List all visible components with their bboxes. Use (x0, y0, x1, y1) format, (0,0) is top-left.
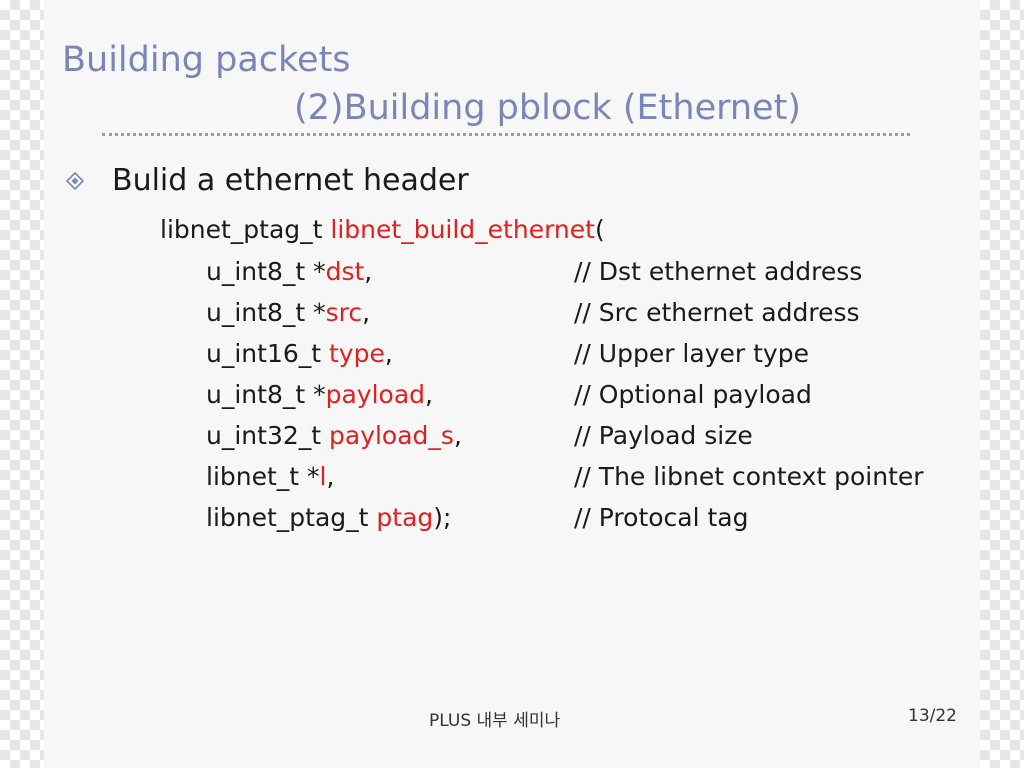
function-signature: libnet_ptag_t libnet_build_ethernet( (160, 215, 605, 244)
param-end: , (384, 339, 393, 368)
slide: Building packets (2)Building pblock (Eth… (44, 0, 980, 768)
param-name: src (325, 298, 363, 327)
param-name: l (319, 462, 327, 491)
slide-subtitle: (2)Building pblock (Ethernet) (294, 88, 801, 128)
param-type: libnet_ptag_t (206, 503, 377, 532)
param-row: u_int32_t payload_s, (206, 421, 462, 450)
param-type: u_int32_t (206, 421, 329, 450)
param-row: u_int8_t *dst, (206, 257, 372, 286)
param-name: type (329, 339, 385, 368)
param-name: ptag (376, 503, 434, 532)
function-name: libnet_build_ethernet (330, 215, 595, 244)
param-row: u_int8_t *src, (206, 298, 370, 327)
param-end: , (362, 298, 371, 327)
param-name: dst (325, 257, 365, 286)
param-row: libnet_t *l, (206, 462, 334, 491)
param-end: , (425, 380, 433, 409)
param-comment: // Optional payload (574, 380, 812, 409)
param-row: libnet_ptag_t ptag); (206, 503, 451, 532)
param-end: , (453, 421, 462, 450)
param-type: u_int8_t * (206, 298, 326, 327)
param-comment: // The libnet context pointer (574, 462, 924, 491)
return-type: libnet_ptag_t (160, 215, 331, 244)
param-comment: // Protocal tag (574, 503, 749, 532)
param-type: u_int16_t (206, 339, 329, 368)
param-comment: // Payload size (574, 421, 753, 450)
bullet-text: Bulid a ethernet header (112, 163, 469, 198)
footer-title: PLUS 내부 세미나 (429, 711, 561, 731)
param-type: u_int8_t * (206, 380, 326, 409)
param-type: u_int8_t * (206, 257, 326, 286)
param-end: ); (433, 503, 452, 532)
param-comment: // Upper layer type (574, 339, 809, 368)
diamond-bullet-icon (66, 172, 84, 190)
param-row: u_int16_t type, (206, 339, 393, 368)
open-paren: ( (594, 215, 605, 244)
param-type: libnet_t * (206, 462, 320, 491)
title-divider (102, 133, 910, 136)
param-end: , (326, 462, 335, 491)
param-name: payload (325, 380, 426, 409)
param-row: u_int8_t *payload, (206, 380, 433, 409)
param-comment: // Src ethernet address (574, 298, 860, 327)
page-number: 13/22 (908, 706, 957, 726)
slide-title: Building packets (62, 40, 351, 80)
param-comment: // Dst ethernet address (574, 257, 863, 286)
param-end: , (364, 257, 373, 286)
param-name: payload_s (329, 421, 454, 450)
